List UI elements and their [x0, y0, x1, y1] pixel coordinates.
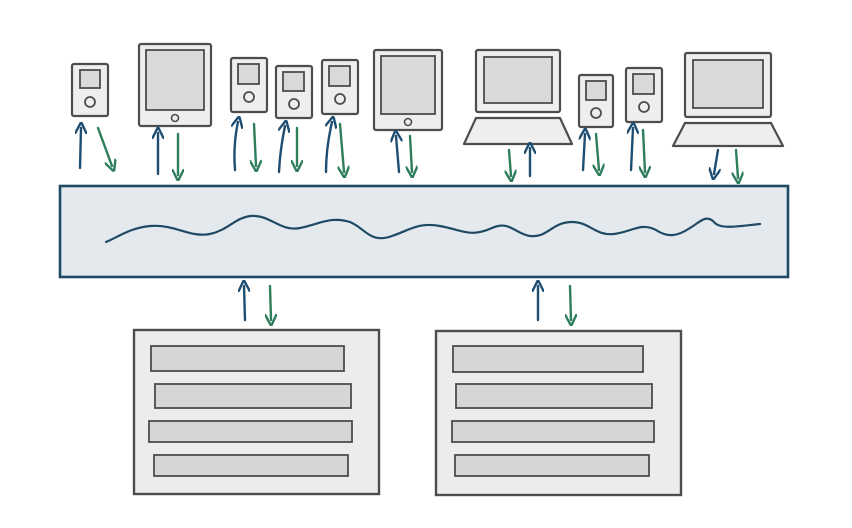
upload-arrow-icon — [583, 134, 585, 172]
download-arrow-icon — [96, 126, 112, 166]
message-bus — [58, 184, 790, 279]
download-arrow-icon — [410, 134, 412, 172]
phone-icon — [70, 62, 110, 118]
download-arrow-icon — [714, 148, 718, 174]
laptop-icon — [671, 51, 785, 148]
server-slot — [148, 420, 353, 443]
download-arrow-icon — [596, 132, 599, 170]
phone-icon — [624, 66, 664, 124]
server-slot — [452, 345, 644, 373]
laptop-icon — [462, 48, 574, 146]
download-arrow-icon — [340, 122, 344, 172]
download-arrow-icon — [270, 284, 271, 320]
upload-arrow-icon — [277, 126, 285, 174]
server-slot — [150, 345, 345, 372]
server-slot — [154, 383, 352, 409]
download-arrow-icon — [736, 148, 738, 178]
phone-icon — [229, 56, 269, 114]
upload-arrow-icon — [396, 136, 399, 174]
server-rack-icon — [132, 328, 381, 496]
upload-arrow-icon — [631, 128, 633, 172]
server-slot — [451, 420, 655, 443]
phone-icon — [577, 73, 615, 129]
download-arrow-icon — [254, 122, 256, 166]
upload-arrow-icon — [80, 128, 81, 170]
download-arrow-icon — [643, 128, 645, 172]
download-arrow-icon — [570, 284, 571, 320]
download-arrow-icon — [509, 148, 511, 176]
tablet-icon — [372, 48, 444, 132]
tablet-icon — [137, 42, 213, 128]
upload-arrow-icon — [244, 286, 245, 322]
device-arrows — [80, 122, 738, 178]
phone-icon — [274, 64, 314, 120]
server-arrows — [244, 286, 571, 320]
upload-arrow-icon — [324, 122, 332, 174]
signal-wave-icon — [104, 214, 762, 244]
server-slot — [455, 383, 653, 409]
phone-icon — [320, 58, 360, 116]
server-slot — [153, 454, 349, 477]
server-rack-icon — [434, 329, 683, 497]
upload-arrow-icon — [234, 122, 238, 172]
server-slot — [454, 454, 650, 477]
